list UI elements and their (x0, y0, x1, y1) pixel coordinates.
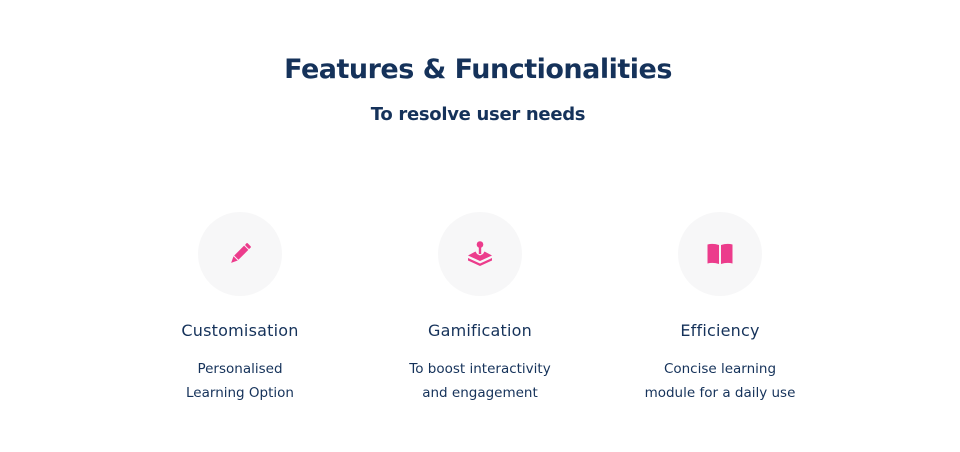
feature-gamification: Gamification To boost interactivity and … (380, 212, 580, 405)
feature-description-line: To boost interactivity (409, 361, 551, 377)
page-title: Features & Functionalities (284, 54, 672, 85)
feature-description: To boost interactivity and engagement (380, 357, 580, 405)
feature-description: Personalised Learning Option (140, 357, 340, 405)
feature-title: Efficiency (680, 321, 760, 340)
feature-icon-circle (678, 212, 762, 296)
feature-description-line: and engagement (422, 385, 538, 401)
feature-description-line: Personalised (197, 361, 283, 377)
feature-icon-circle (198, 212, 282, 296)
joystick-icon (468, 241, 492, 266)
pencil-icon (231, 243, 251, 263)
feature-description-line: module for a daily use (644, 385, 796, 401)
page-subtitle: To resolve user needs (370, 104, 586, 125)
feature-description-line: Concise learning (663, 361, 777, 377)
feature-description-line: Learning Option (186, 385, 294, 401)
feature-efficiency: Efficiency Concise learning module for a… (620, 212, 820, 405)
feature-list: Customisation Personalised Learning Opti… (0, 212, 960, 412)
feature-icon-circle (438, 212, 522, 296)
feature-title: Gamification (428, 321, 532, 340)
feature-customisation: Customisation Personalised Learning Opti… (140, 212, 340, 405)
feature-title: Customisation (181, 321, 299, 340)
feature-description: Concise learning module for a daily use (620, 357, 820, 405)
book-icon (707, 243, 733, 264)
